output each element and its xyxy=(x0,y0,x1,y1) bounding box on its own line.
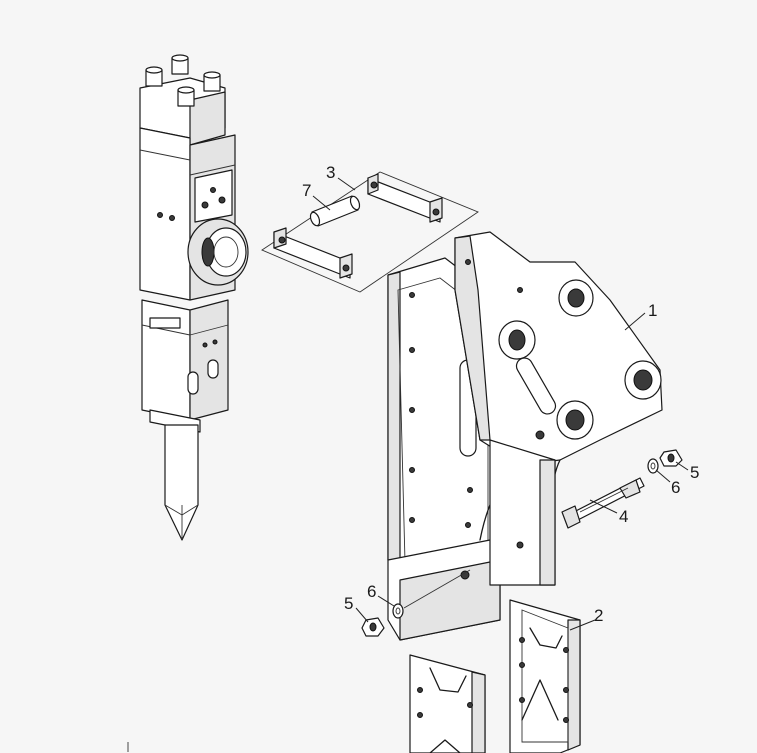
accumulator-disc xyxy=(187,218,249,286)
lug-boss xyxy=(498,279,662,440)
washer-left xyxy=(392,603,404,619)
leader-lines xyxy=(312,177,689,631)
nut-left xyxy=(361,617,385,637)
tie-rod-bolt xyxy=(561,477,645,529)
callout-5-right: 5 xyxy=(690,463,699,482)
callout-6-left: 6 xyxy=(367,582,376,601)
bracket-assembly xyxy=(261,171,479,293)
callout-7: 7 xyxy=(302,181,311,200)
callout-4: 4 xyxy=(619,507,628,526)
side-plate-left xyxy=(409,654,486,753)
pin-part-7 xyxy=(309,195,361,227)
callout-labels: 1 2 3 4 5 5 6 6 7 xyxy=(302,163,699,625)
callout-2: 2 xyxy=(594,606,603,625)
side-plate-part-2 xyxy=(509,599,581,753)
callout-5-left: 5 xyxy=(344,594,353,613)
callout-6-right: 6 xyxy=(671,478,680,497)
callout-1: 1 xyxy=(648,301,657,320)
breaker-assembly xyxy=(139,54,249,541)
hydraulic-fitting xyxy=(145,54,221,107)
washer-right xyxy=(647,458,659,474)
chisel-tool xyxy=(164,424,199,541)
main-frame xyxy=(387,231,663,641)
callout-3: 3 xyxy=(326,163,335,182)
